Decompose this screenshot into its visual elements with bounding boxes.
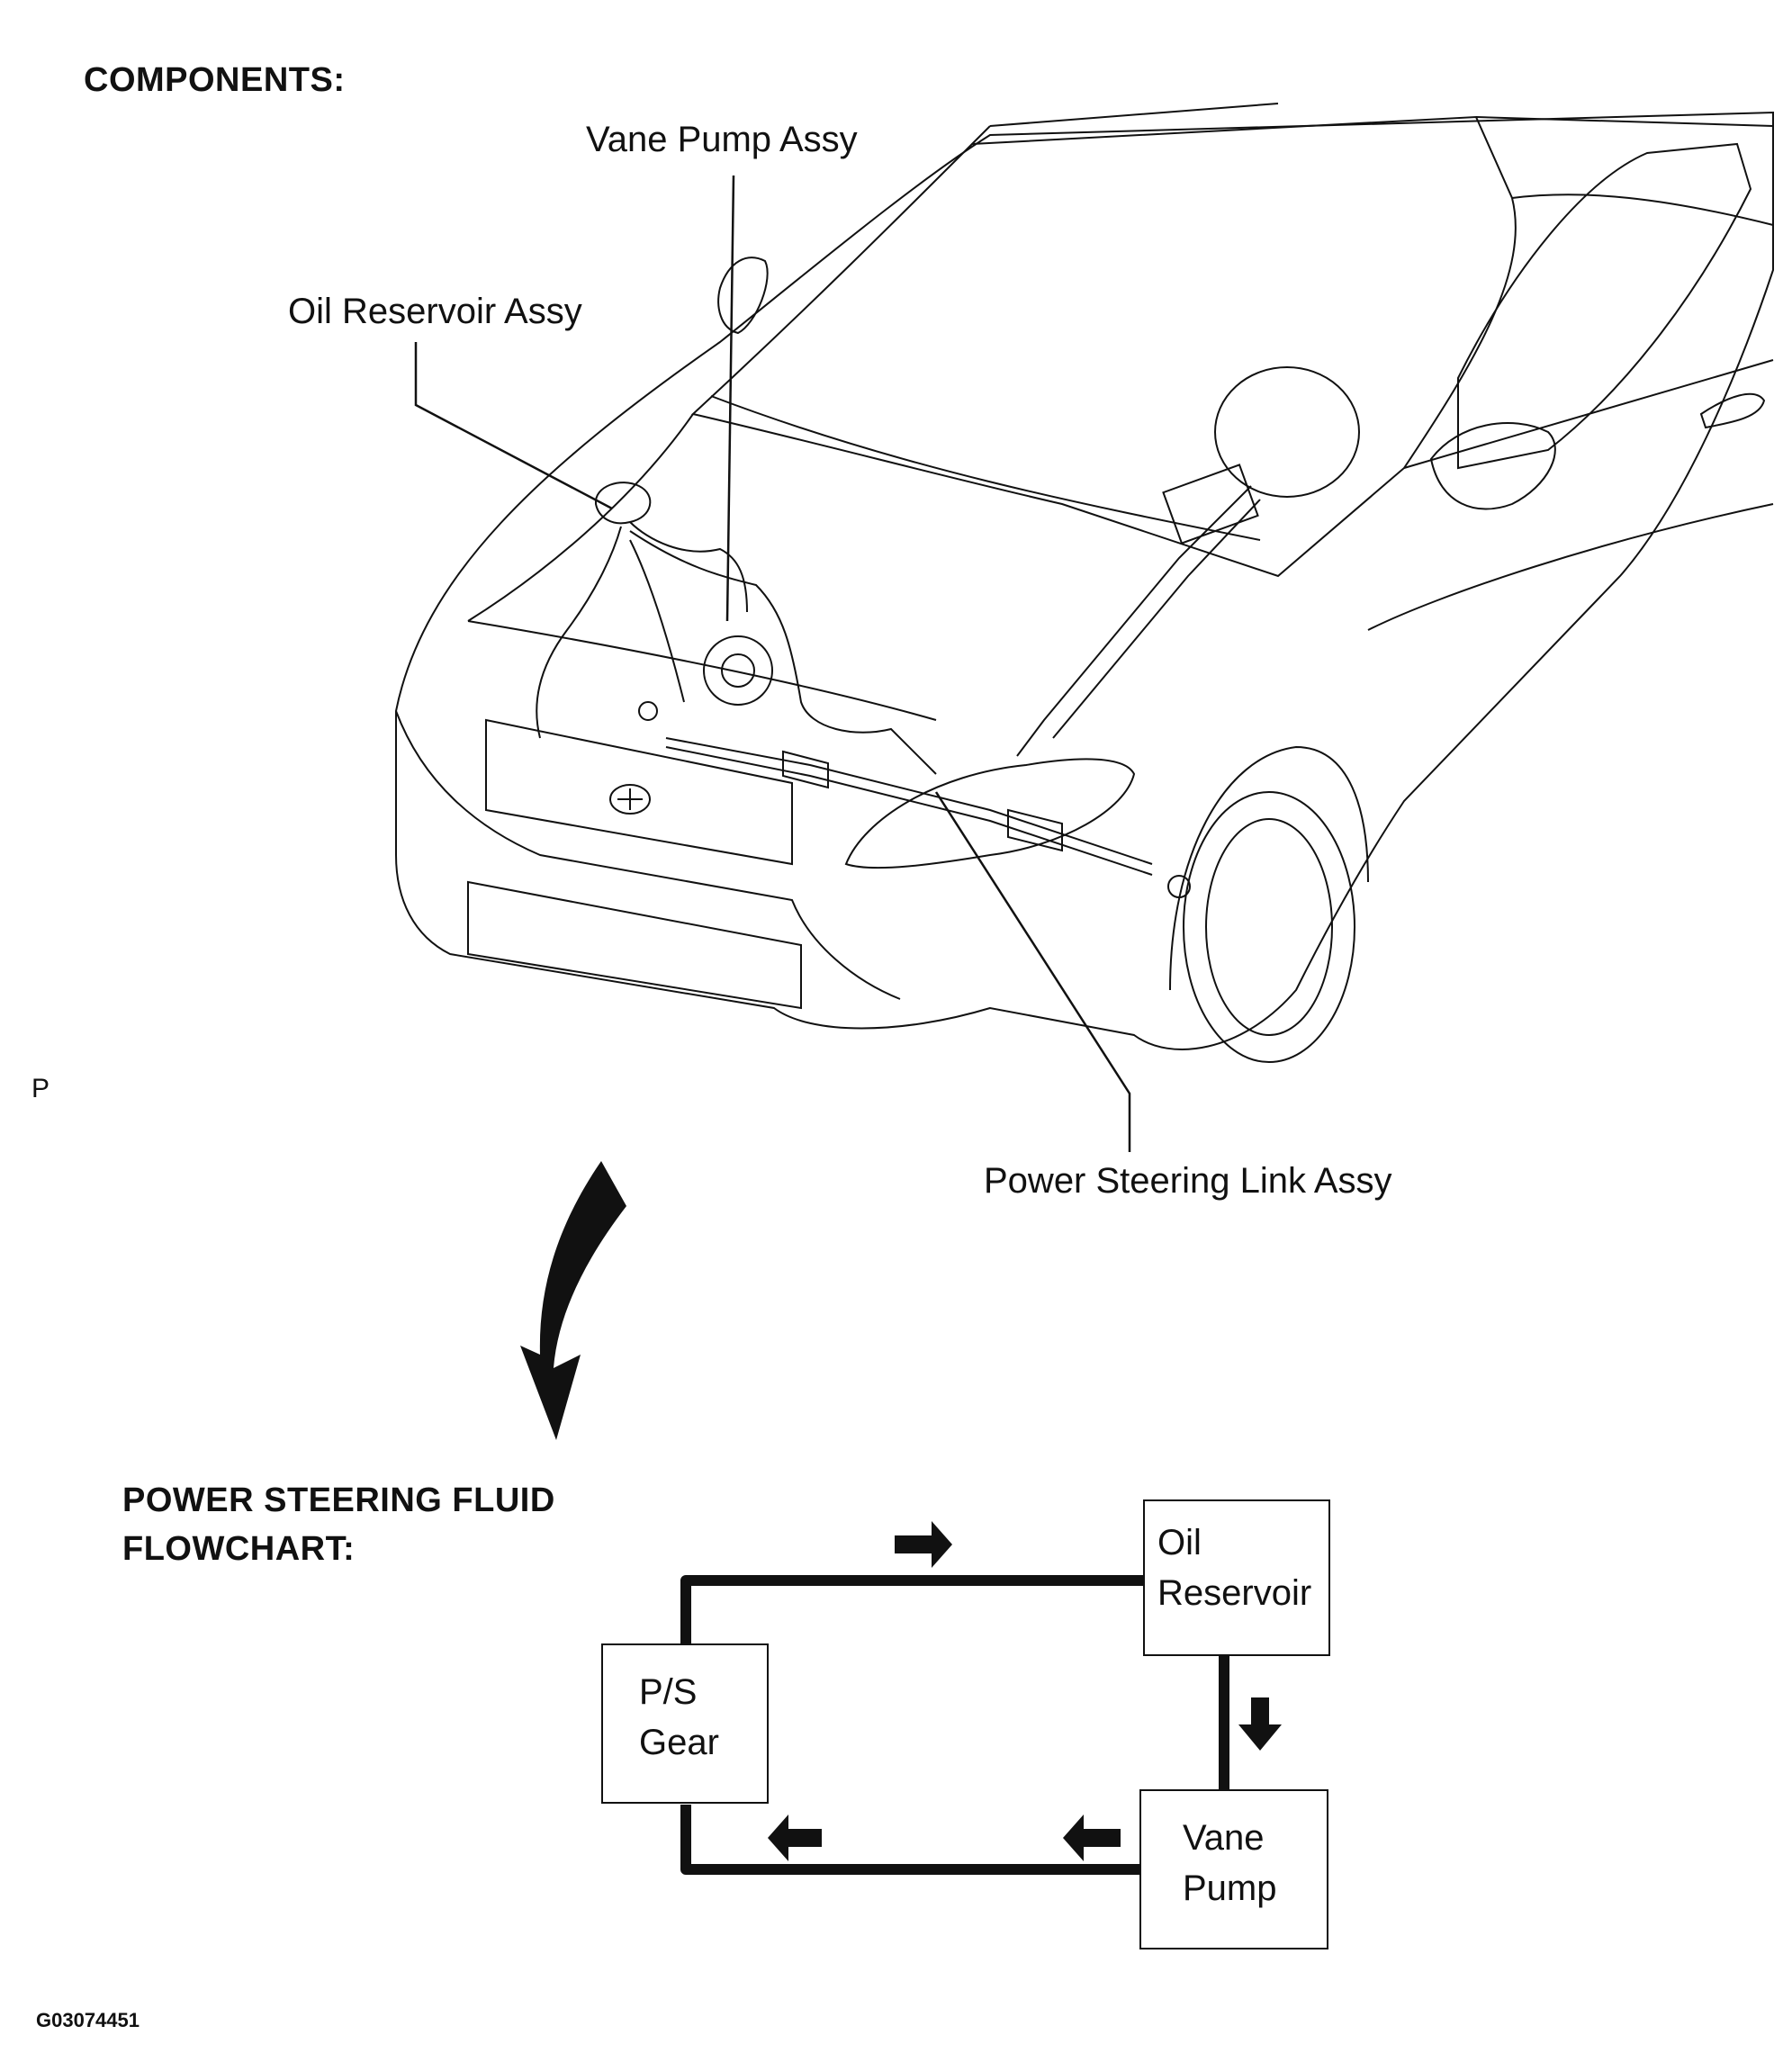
emblem xyxy=(609,784,651,815)
car-body-outline xyxy=(395,111,1774,1050)
components-heading: COMPONENTS: xyxy=(84,61,346,99)
leader-link xyxy=(934,791,1131,1152)
callout-power-steering-link-assy: Power Steering Link Assy xyxy=(984,1161,1392,1201)
margin-mark: P xyxy=(32,1074,50,1103)
steering-wheel xyxy=(1214,366,1360,498)
callout-oil-reservoir-assy: Oil Reservoir Assy xyxy=(288,292,582,331)
callout-vane-pump-assy: Vane Pump Assy xyxy=(586,120,858,159)
wheel-arch xyxy=(1169,745,1369,991)
flowchart-heading-line1: POWER STEERING FLUID xyxy=(122,1481,555,1519)
flowchart-heading-line2: FLOWCHART: xyxy=(122,1530,356,1568)
box-ps-gear-line1: P/S xyxy=(639,1672,698,1712)
hose-return xyxy=(629,521,748,613)
box-ps-gear: P/S Gear xyxy=(601,1643,769,1804)
side-window xyxy=(1457,142,1752,470)
box-ps-gear-line2: Gear xyxy=(639,1723,719,1762)
oil-reservoir-part xyxy=(594,482,652,525)
vane-pump-part xyxy=(703,635,773,706)
transition-arrow xyxy=(520,1161,626,1440)
leader-oil-reservoir xyxy=(414,342,613,510)
leader-vane-pump xyxy=(725,175,735,622)
hood-line xyxy=(467,413,694,622)
steering-column xyxy=(1016,485,1252,757)
flow-arrow-left-2 xyxy=(768,1814,822,1861)
side-mirror xyxy=(1429,422,1556,510)
box-oil-reservoir-line1: Oil xyxy=(1157,1523,1202,1562)
box-vane-pump: Vane Pump xyxy=(1139,1789,1328,1949)
front-bumper xyxy=(395,710,901,1000)
box-oil-reservoir: Oil Reservoir xyxy=(1143,1499,1330,1656)
flow-arrow-right xyxy=(895,1521,952,1568)
headlight xyxy=(844,758,1136,869)
flow-pipe xyxy=(680,1575,1229,1875)
windshield xyxy=(690,115,1517,578)
box-oil-reservoir-line2: Reservoir xyxy=(1157,1573,1312,1613)
box-vane-pump-line2: Pump xyxy=(1183,1868,1277,1908)
steering-rack xyxy=(665,737,1153,865)
front-wheel xyxy=(1183,791,1355,1063)
flow-arrow-left-1 xyxy=(1063,1814,1121,1861)
left-mirror xyxy=(717,257,769,335)
door-handle xyxy=(1699,392,1766,429)
flow-arrow-down xyxy=(1238,1697,1282,1751)
figure-code: G03074451 xyxy=(36,2009,140,2031)
box-vane-pump-line1: Vane xyxy=(1183,1818,1265,1858)
